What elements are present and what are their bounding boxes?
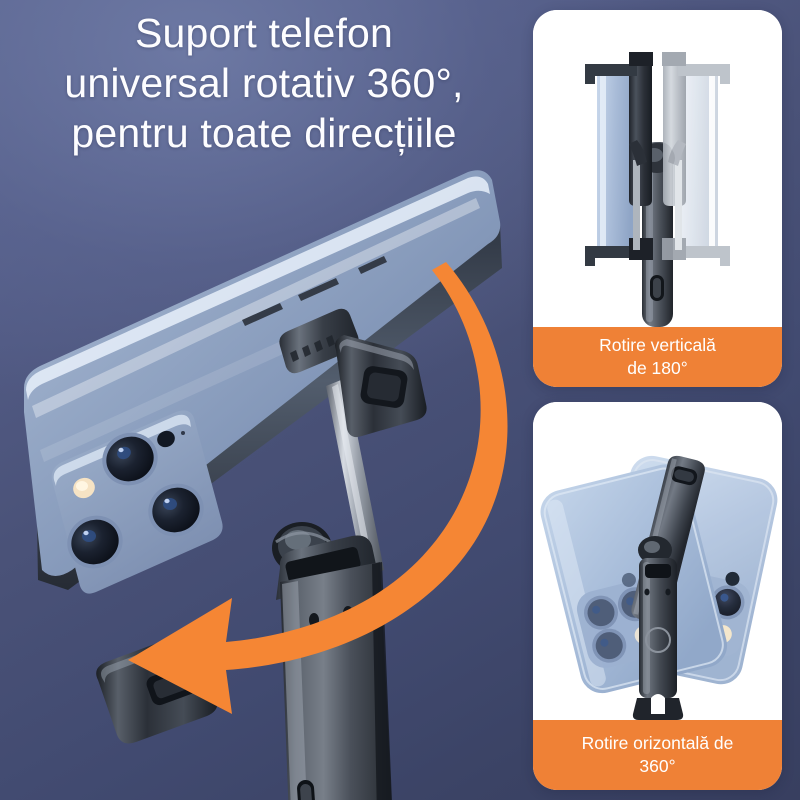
- main-product-illustration: [24, 170, 508, 800]
- vertical-rotation-illustration: [585, 52, 730, 327]
- camera-module: [51, 410, 223, 594]
- caption-v-line1: Rotire verticală: [599, 334, 716, 355]
- clamp-right-ghost: [662, 52, 730, 266]
- rotating-stand-pole: [276, 535, 392, 800]
- caption-v-line2: de 180°: [627, 358, 688, 378]
- smartphone: [24, 170, 502, 594]
- caption-h-line2: 360°: [639, 756, 676, 776]
- caption-horizontal-rotation: Rotire orizontală de 360°: [533, 720, 782, 790]
- card-photo-vertical: [533, 10, 782, 327]
- headline-line-3: pentru toate direcțiile: [71, 110, 457, 157]
- headline-line-2: universal rotativ 360°,: [64, 60, 464, 107]
- phone-top-edge-details: [242, 256, 387, 326]
- horizontal-rotation-illustration: [540, 455, 778, 720]
- caption-h-line1: Rotire orizontală de: [581, 732, 734, 753]
- clamp-left-solid: [585, 52, 653, 266]
- card-photo-horizontal: [533, 402, 782, 720]
- page-title: Suport telefon universal rotativ 360°, p…: [8, 8, 520, 158]
- feature-card-horizontal-rotation: Rotire orizontală de 360°: [533, 402, 782, 790]
- usb-c-port: [297, 779, 317, 800]
- caption-vertical-rotation: Rotire verticală de 180°: [533, 327, 782, 387]
- headline-line-1: Suport telefon: [134, 10, 394, 56]
- upper-clamp-arm: [279, 308, 427, 578]
- feature-card-vertical-rotation: Rotire verticală de 180°: [533, 10, 782, 387]
- stand-pole: [632, 558, 684, 720]
- rotation-arrow-360: [128, 262, 508, 714]
